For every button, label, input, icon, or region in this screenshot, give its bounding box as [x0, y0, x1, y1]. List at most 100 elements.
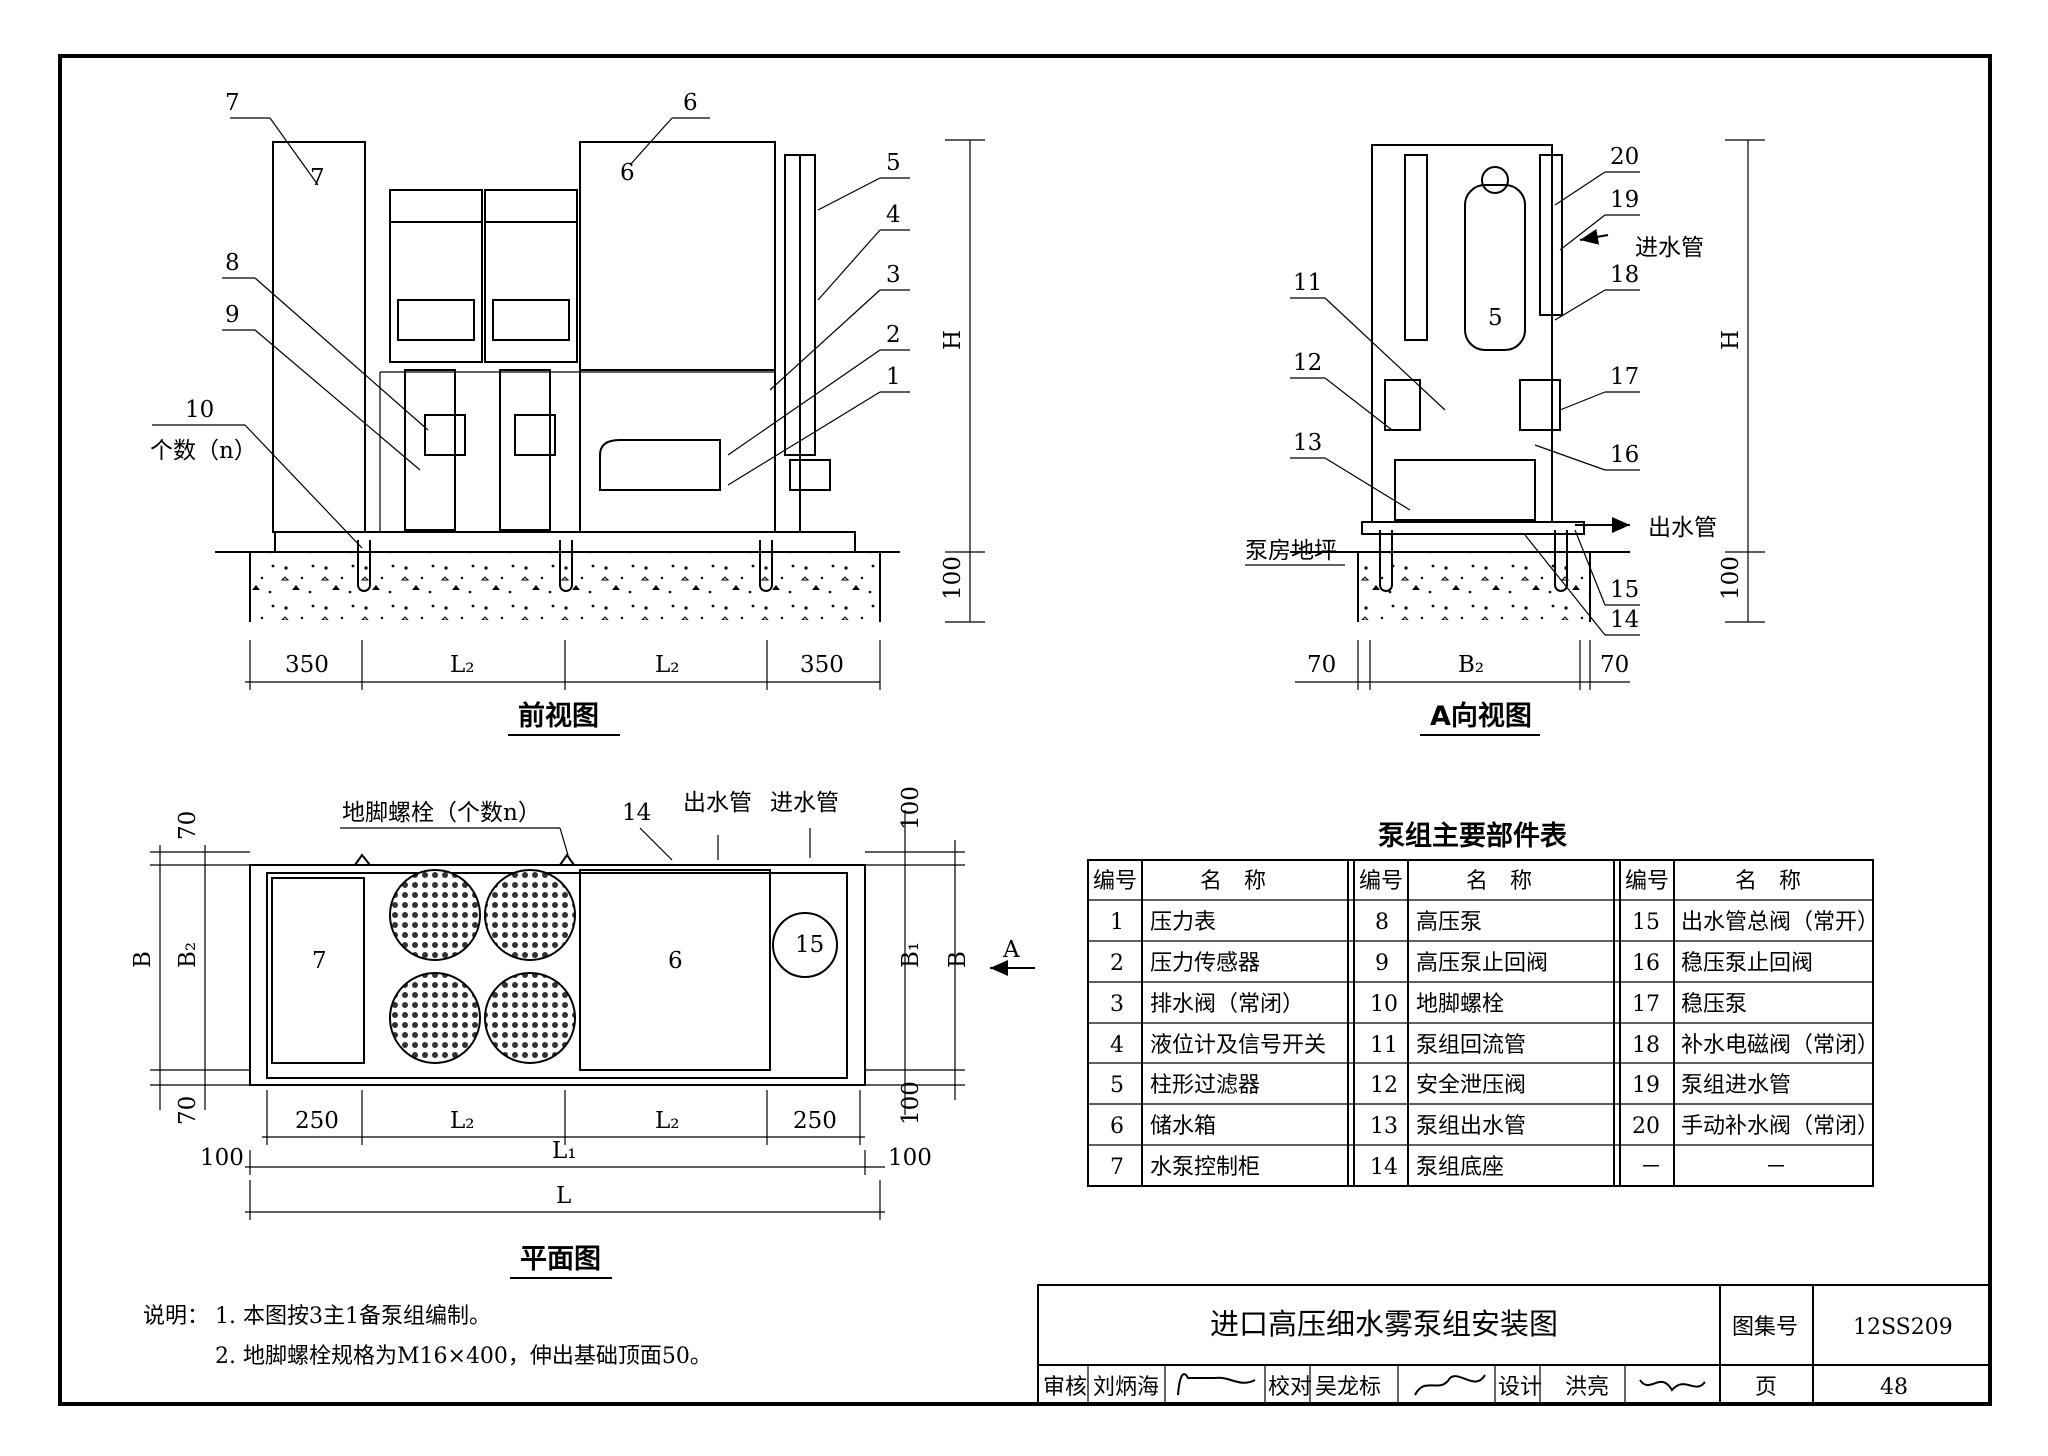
parts-table: 泵组主要部件表 编号 名 称 编号 名 称 编号 名 称 1 压力表 8 高压泵…: [1087, 820, 1879, 1187]
svg-text:设计: 设计: [1498, 1375, 1542, 1400]
svg-text:个数（n）: 个数（n）: [150, 438, 257, 464]
svg-text:48: 48: [1880, 1375, 1908, 1400]
anchor-bolts-front: [357, 540, 773, 592]
parts-table-title: 泵组主要部件表: [1378, 820, 1567, 852]
svg-text:15: 15: [1632, 910, 1660, 935]
front-view-caption: 前视图: [518, 700, 599, 732]
svg-text:6: 6: [1110, 1114, 1124, 1139]
svg-text:手动补水阀（常闭）: 手动补水阀（常闭）: [1681, 1114, 1879, 1139]
svg-text:15: 15: [1610, 577, 1639, 603]
svg-text:泵组底座: 泵组底座: [1416, 1155, 1504, 1180]
plan-cabinet: [271, 877, 365, 1064]
svg-text:出水管: 出水管: [683, 790, 752, 816]
svg-text:4: 4: [1110, 1033, 1124, 1058]
high-pressure-pumps-front: [379, 189, 580, 532]
side-view: 5 进水管 出水管 泵房地坪 11 12 13 20 1: [1245, 139, 1765, 736]
plan-view-caption: 平面图: [520, 1244, 601, 1275]
front-callouts: 7 6 5 4 3 2 1 8 9 10: [150, 90, 910, 549]
svg-text:7: 7: [225, 90, 240, 116]
svg-text:L₂: L₂: [450, 1108, 475, 1134]
svg-text:2: 2: [886, 322, 901, 348]
svg-text:泵组进水管: 泵组进水管: [1681, 1073, 1791, 1098]
svg-text:出水管总阀（常开）: 出水管总阀（常开）: [1681, 910, 1879, 935]
svg-text:进水管: 进水管: [770, 790, 839, 816]
svg-text:1: 1: [886, 364, 901, 390]
svg-text:储水箱: 储水箱: [1150, 1114, 1216, 1139]
svg-text:18: 18: [1632, 1033, 1660, 1058]
svg-text:审核: 审核: [1043, 1375, 1087, 1400]
svg-text:3: 3: [886, 262, 901, 288]
svg-text:B₂: B₂: [1458, 652, 1484, 678]
svg-text:12: 12: [1370, 1073, 1398, 1098]
svg-text:14: 14: [1610, 607, 1639, 633]
svg-text:B: B: [130, 951, 156, 968]
plan-filter: [772, 912, 838, 978]
notes: 说明： 1. 本图按3主1备泵组编制。 2. 地脚螺栓规格为M16×400，伸出…: [143, 1304, 712, 1369]
svg-text:250: 250: [793, 1108, 837, 1134]
svg-text:安全泄压阀: 安全泄压阀: [1416, 1073, 1526, 1098]
svg-text:页: 页: [1755, 1375, 1777, 1400]
front-view: 7 6: [150, 90, 985, 736]
designer-signature: [1639, 1379, 1706, 1392]
title-block: 进口高压细水雾泵组安装图 图集号 12SS209 审核 刘炳海 校对 吴龙标 设…: [1037, 1284, 1991, 1405]
svg-text:出水管: 出水管: [1648, 515, 1717, 541]
side-cabinet: [1371, 144, 1553, 523]
svg-text:L: L: [556, 1183, 571, 1209]
side-view-caption: A向视图: [1430, 700, 1532, 732]
svg-text:名 称: 名 称: [1466, 869, 1532, 894]
svg-text:稳压泵止回阀: 稳压泵止回阀: [1681, 951, 1813, 976]
svg-text:柱形过滤器: 柱形过滤器: [1150, 1073, 1260, 1098]
svg-text:校对: 校对: [1268, 1375, 1312, 1400]
svg-text:洪亮: 洪亮: [1565, 1375, 1609, 1400]
svg-text:1. 本图按3主1备泵组编制。: 1. 本图按3主1备泵组编制。: [215, 1304, 491, 1329]
svg-text:泵房地坪: 泵房地坪: [1245, 538, 1337, 564]
svg-text:H: H: [1718, 330, 1744, 350]
svg-text:进水管: 进水管: [1635, 235, 1704, 261]
svg-text:H: H: [940, 330, 966, 350]
plan-pump-grilles: [389, 869, 576, 1064]
side-dimensions: 70 B₂ 70 H 100: [1295, 139, 1765, 690]
svg-text:100: 100: [898, 786, 924, 830]
svg-text:70: 70: [175, 811, 201, 840]
svg-text:250: 250: [295, 1108, 339, 1134]
svg-text:100: 100: [888, 1145, 932, 1171]
side-callouts: 11 12 13 20 19 18 17 16 15: [1290, 144, 1640, 636]
svg-text:补水电磁阀（常闭）: 补水电磁阀（常闭）: [1681, 1033, 1879, 1058]
svg-text:17: 17: [1632, 992, 1660, 1017]
svg-text:100: 100: [898, 1081, 924, 1125]
svg-text:9: 9: [1375, 951, 1389, 976]
svg-text:70: 70: [175, 1096, 201, 1125]
svg-text:17: 17: [1610, 364, 1639, 390]
svg-text:19: 19: [1632, 1073, 1660, 1098]
drawing-title: 进口高压细水雾泵组安装图: [1210, 1307, 1558, 1341]
svg-text:高压泵: 高压泵: [1416, 910, 1482, 935]
svg-text:16: 16: [1632, 951, 1660, 976]
svg-text:B₂: B₂: [175, 942, 201, 968]
plan-base: [266, 872, 848, 1079]
svg-text:14: 14: [1370, 1155, 1398, 1180]
svg-text:350: 350: [285, 652, 329, 678]
svg-text:泵组回流管: 泵组回流管: [1416, 1033, 1526, 1058]
svg-text:5: 5: [1110, 1073, 1124, 1098]
parts-table-rows: 1 压力表 8 高压泵 15 出水管总阀（常开） 2 压力传感器 9 高压泵止回…: [1110, 910, 1879, 1180]
svg-text:名 称: 名 称: [1735, 869, 1801, 894]
svg-text:9: 9: [225, 302, 240, 328]
svg-text:L₂: L₂: [655, 652, 680, 678]
svg-text:11: 11: [1293, 270, 1322, 296]
svg-text:350: 350: [800, 652, 844, 678]
svg-text:10: 10: [1370, 992, 1398, 1017]
svg-text:A: A: [1002, 937, 1020, 963]
control-cabinet-front: [272, 141, 366, 533]
svg-text:8: 8: [1375, 910, 1389, 935]
plan-right-dimensions: 100 B₁ B 100 A: [865, 786, 1035, 1125]
svg-text:18: 18: [1610, 262, 1639, 288]
svg-text:L₂: L₂: [655, 1108, 680, 1134]
cabinet-7-label: 7: [310, 165, 325, 191]
svg-text:2. 地脚螺栓规格为M16×400，伸出基础顶面50。: 2. 地脚螺栓规格为M16×400，伸出基础顶面50。: [215, 1344, 712, 1369]
svg-text:刘炳海: 刘炳海: [1093, 1375, 1159, 1400]
svg-text:说明：: 说明：: [143, 1304, 209, 1329]
svg-text:泵组出水管: 泵组出水管: [1416, 1114, 1526, 1139]
svg-text:L₁: L₁: [552, 1138, 577, 1164]
svg-text:14: 14: [622, 800, 651, 826]
